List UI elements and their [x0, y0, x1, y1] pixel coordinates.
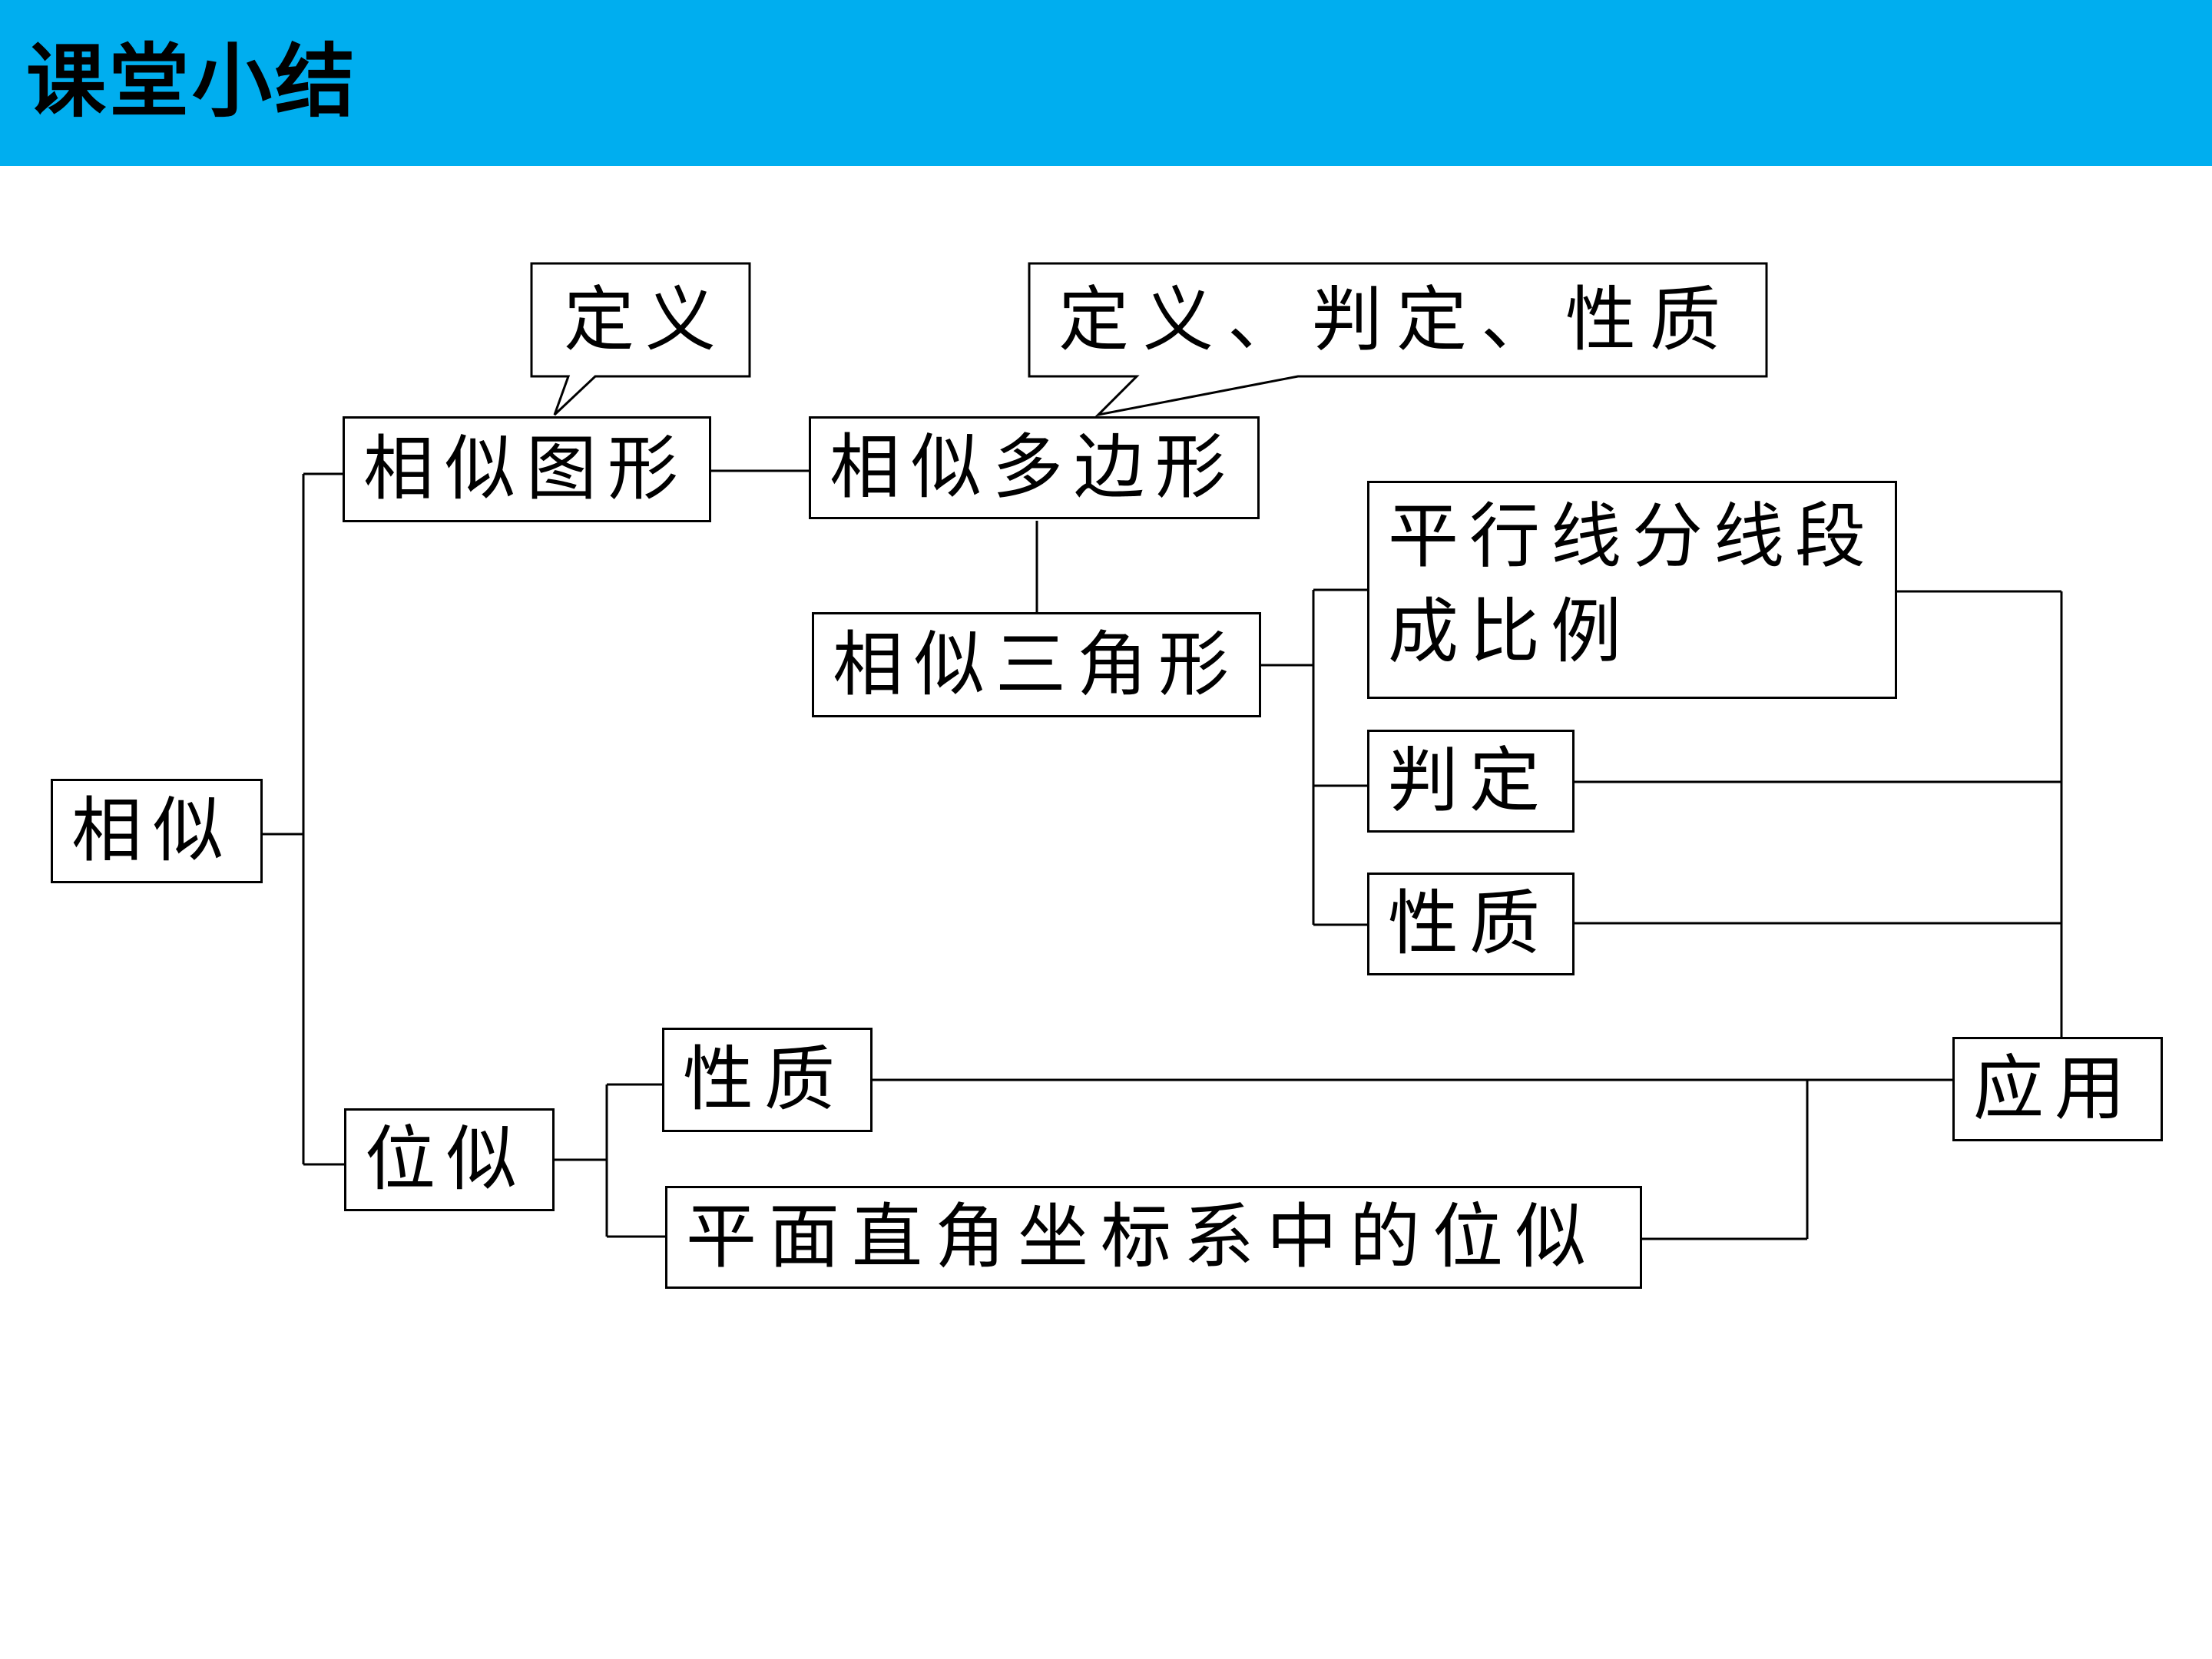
header-bar: 课堂小结 — [0, 0, 2212, 166]
node-coordinate-homothety: 平面直角坐标系中的位似 — [665, 1186, 1642, 1289]
node-criteria: 判定 — [1367, 730, 1575, 833]
node-proportional-segments: 平行线分线段成比例 — [1367, 481, 1897, 699]
callout-polygon-topics: 定义、判定、性质 — [1058, 278, 1735, 361]
node-homothety: 位似 — [344, 1108, 555, 1211]
node-triangle-properties: 性质 — [1367, 873, 1575, 975]
node-root-similar: 相似 — [51, 779, 263, 883]
node-similar-figures: 相似图形 — [343, 416, 711, 522]
node-similar-triangles: 相似三角形 — [812, 612, 1261, 717]
callout-polygon-shape — [1028, 262, 1768, 417]
callout-definition: 定义 — [564, 278, 727, 361]
node-application: 应用 — [1952, 1037, 2163, 1141]
node-similar-polygons: 相似多边形 — [809, 416, 1260, 519]
callout-definition-shape — [530, 262, 751, 416]
page-title: 课堂小结 — [26, 35, 359, 128]
node-homothety-properties: 性质 — [662, 1028, 873, 1132]
